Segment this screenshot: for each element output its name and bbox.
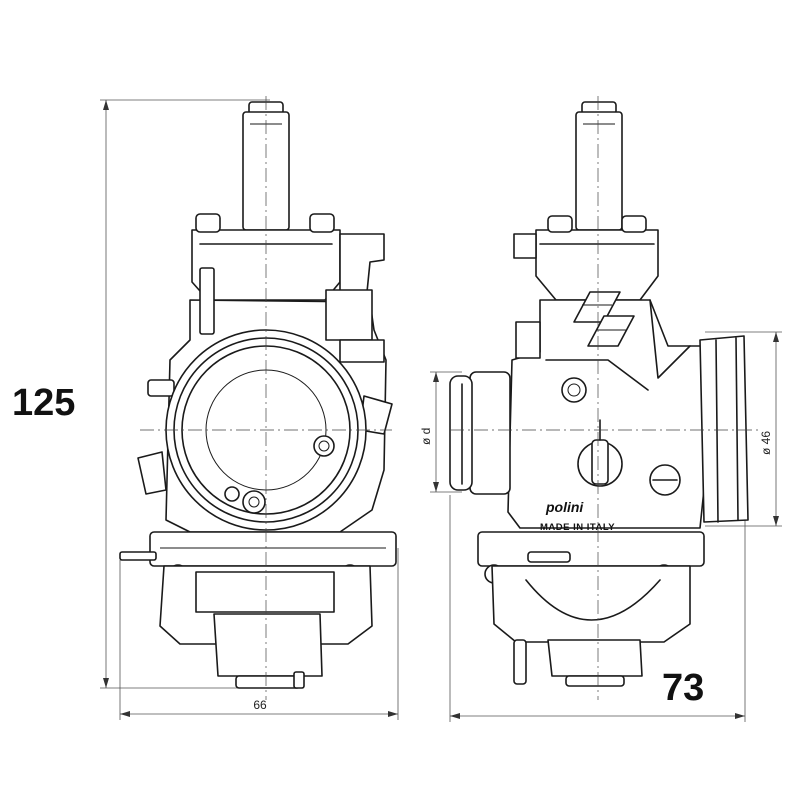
origin-stamp: MADE IN ITALY [540, 522, 615, 533]
side-width-label: 73 [662, 667, 704, 709]
height-dimension [100, 99, 270, 689]
inlet-diameter-label: ø d [419, 428, 433, 445]
side-top-cap [513, 215, 659, 301]
inlet-diameter-dimension [430, 371, 462, 493]
front-width-dimension [119, 548, 399, 720]
side-logo-mark [573, 291, 635, 347]
side-body [507, 299, 707, 529]
side-view: polini MADE IN ITALY [449, 96, 760, 700]
front-width-label: 66 [253, 698, 267, 712]
side-outlet [699, 335, 749, 523]
side-float-bowl [491, 565, 691, 687]
front-view [119, 96, 397, 700]
height-dimension-label: 125 [12, 382, 75, 424]
side-slide-tube [575, 101, 623, 231]
brand-stamp: polini [545, 499, 584, 515]
outlet-diameter-label: ø 46 [759, 431, 773, 455]
side-inlet [449, 371, 511, 495]
side-bowl-flange [477, 531, 705, 584]
outlet-diameter-dimension [705, 331, 782, 527]
side-width-dimension [449, 495, 746, 722]
